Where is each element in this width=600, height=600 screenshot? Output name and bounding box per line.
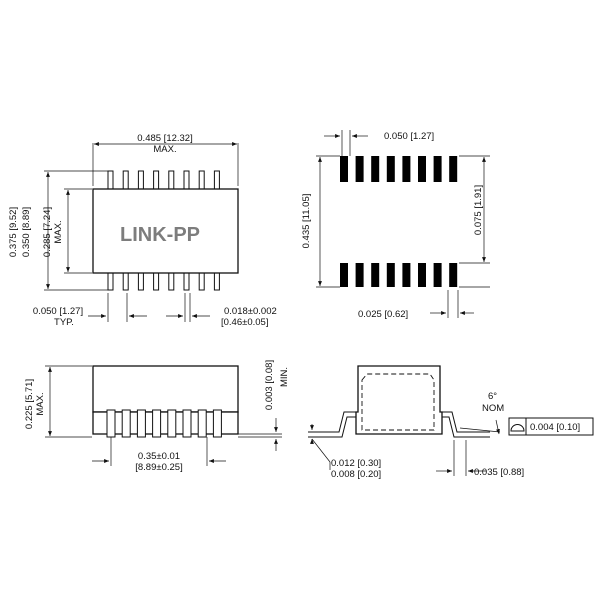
front-lead-span-label: 0.35±0.01 [138, 451, 180, 462]
top-height-label-a: 0.375 [9.52] [8, 207, 19, 257]
top-view-body [92, 188, 239, 274]
top-lead [122, 170, 129, 190]
top-lead [153, 170, 160, 190]
pad [449, 156, 458, 182]
side-view-body [355, 365, 443, 435]
pad-length-label: 0.075 [1.91] [473, 185, 484, 235]
bottom-lead [122, 272, 129, 291]
front-standoff-label: 0.003 [0.08] [264, 360, 275, 410]
pad [355, 263, 364, 287]
front-lead [182, 409, 192, 438]
top-width-label: 0.485 [12.32] [137, 133, 192, 144]
front-view-leads [106, 409, 222, 438]
front-view: 0.225 [5.71] MAX. 0.003 [0.08] MIN. 0.35… [24, 360, 290, 473]
side-foot-length-label: 0.035 [0.88] [474, 467, 524, 478]
top-width-note: MAX. [153, 144, 176, 155]
bottom-lead [168, 272, 175, 291]
side-lead-right [442, 411, 490, 438]
side-angle-label: 6° [488, 391, 497, 402]
side-lead-left [308, 411, 356, 438]
pad [355, 156, 364, 182]
top-height-label-b: 0.350 [8.89] [21, 207, 32, 257]
front-lead [212, 409, 222, 438]
front-lead [106, 409, 116, 438]
front-lead [197, 409, 207, 438]
pad-row-bottom [340, 263, 458, 287]
logo-text: LINK-PP [120, 224, 200, 246]
pad [418, 156, 426, 182]
front-height-label: 0.225 [5.71] [24, 379, 35, 429]
top-lead [213, 170, 220, 190]
top-lead [137, 170, 144, 190]
coplanarity-symbol-icon [510, 424, 525, 432]
top-pitch-note: TYP. [54, 317, 74, 328]
side-lead-thick-a: 0.012 [0.30] [331, 458, 381, 469]
side-angle-note: NOM [482, 403, 504, 414]
front-height-note: MAX. [35, 392, 46, 415]
front-lead [167, 409, 177, 438]
top-lead [168, 170, 175, 190]
top-lead [183, 170, 190, 190]
pad [433, 263, 442, 287]
pad [371, 156, 380, 182]
pad-pitch-label: 0.050 [1.27] [384, 131, 434, 142]
pad [371, 263, 380, 287]
pad [402, 263, 411, 287]
pad-row-top [340, 156, 458, 182]
side-lead-thick-b: 0.008 [0.20] [331, 469, 381, 480]
bottom-lead [137, 272, 144, 291]
front-lead [152, 409, 162, 438]
top-lead [107, 170, 114, 190]
top-lead-width-mm: [0.46±0.05] [221, 317, 268, 328]
bottom-lead [213, 272, 220, 291]
top-view-lower-leads [107, 272, 220, 291]
top-body-height-note: MAX. [53, 220, 64, 243]
pad [449, 263, 458, 287]
pad [340, 156, 348, 182]
front-lead-span-mm: [8.89±0.25] [135, 462, 182, 473]
side-view: 0.012 [0.30] 0.008 [0.20] 0.035 [0.88] 6… [308, 365, 594, 480]
pad-width-label: 0.025 [0.62] [358, 309, 408, 320]
pad-layout: 0.050 [1.27] 0.435 [11.05] 0.075 [1.91] … [301, 130, 490, 320]
pad [433, 156, 442, 182]
front-lead [136, 409, 146, 438]
coplanarity-frame [508, 417, 594, 436]
pad [386, 263, 395, 287]
top-lead [198, 170, 205, 190]
front-lead [121, 409, 131, 438]
pad [340, 263, 348, 287]
top-pitch-label: 0.050 [1.27] [33, 306, 83, 317]
coplanarity-label: 0.004 [0.10] [530, 422, 580, 433]
bottom-lead [198, 272, 205, 291]
pad [386, 156, 395, 182]
top-body-height-label: 0.285 [7.24] [42, 207, 53, 257]
bottom-lead [153, 272, 160, 291]
bottom-lead [107, 272, 114, 291]
pad-span-label: 0.435 [11.05] [301, 194, 312, 249]
top-view-upper-leads [107, 170, 220, 190]
bottom-lead [183, 272, 190, 291]
top-lead-width-label: 0.018±0.002 [224, 306, 277, 317]
front-standoff-note: MIN. [279, 367, 290, 387]
top-view: LINK-PP 0.485 [12.32] MAX. 0.375 [9.52] … [8, 133, 277, 328]
pad [402, 156, 411, 182]
pad [418, 263, 426, 287]
